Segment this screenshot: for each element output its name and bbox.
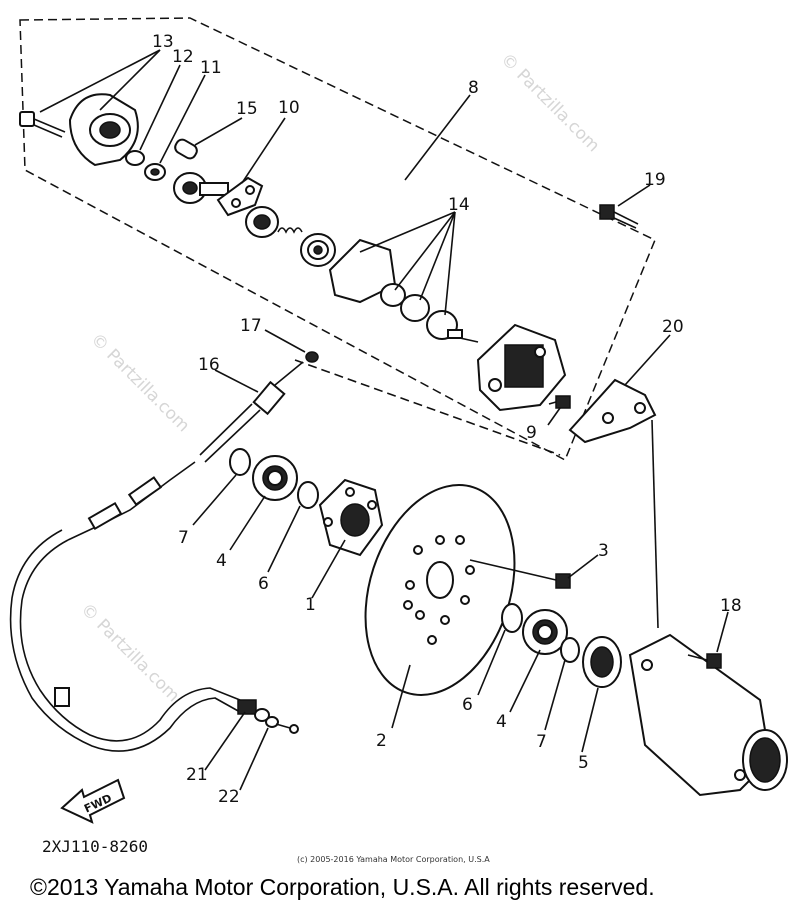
- circlip-6-left: [297, 481, 319, 509]
- seal-5: [582, 636, 622, 688]
- callout-7-left: 7: [178, 528, 189, 548]
- callout-6-left: 6: [258, 574, 269, 594]
- callout-1: 1: [305, 595, 316, 615]
- watermark: © Partzilla.com: [496, 49, 603, 156]
- callout-9: 9: [526, 423, 537, 443]
- callout-5: 5: [578, 753, 589, 773]
- callout-15: 15: [236, 99, 258, 119]
- bolt-13: [19, 111, 66, 138]
- small-copyright: (c) 2005-2016 Yamaha Motor Corporation, …: [297, 855, 490, 864]
- callout-2: 2: [376, 731, 387, 751]
- part-11: [144, 163, 166, 181]
- callout-10: 10: [278, 98, 300, 118]
- spring: [277, 227, 303, 234]
- callout-labels: 1 2 3 4 4 5 6 6 7 7 8 9 10 11 12 13 14 1…: [152, 32, 742, 807]
- assembly-boundary: [19, 17, 656, 462]
- callout-6-right: 6: [462, 695, 473, 715]
- bearing-4-right: [522, 609, 568, 655]
- axle-housing: [628, 633, 788, 797]
- callout-21: 21: [186, 765, 208, 785]
- fwd-arrow: FWD: [60, 778, 126, 824]
- circlip-6-right: [501, 603, 523, 633]
- callout-8: 8: [468, 78, 479, 98]
- bolt-3: [469, 559, 571, 589]
- watermark: © Partzilla.com: [76, 599, 183, 706]
- callout-14: 14: [448, 195, 470, 215]
- bleeder-9: [548, 395, 571, 409]
- connector-line: [294, 359, 561, 456]
- seal-14b: [400, 294, 430, 322]
- connector-line: [651, 419, 659, 629]
- bearing-2: [300, 233, 336, 267]
- caliper-cover: [68, 93, 139, 167]
- piston-assembly: [173, 172, 229, 204]
- callout-18: 18: [720, 596, 742, 616]
- callout-4-left: 4: [216, 551, 227, 571]
- callout-22: 22: [218, 787, 240, 807]
- callout-11: 11: [200, 58, 222, 78]
- bolt-18: [687, 653, 722, 669]
- callout-4-right: 4: [496, 712, 507, 732]
- oring-7-left: [229, 448, 251, 476]
- brake-cable: [9, 461, 241, 752]
- nut-17: [305, 351, 319, 363]
- washer-12: [125, 150, 145, 166]
- callout-17: 17: [240, 316, 262, 336]
- pin-15: [174, 138, 198, 160]
- connector-line: [459, 337, 479, 343]
- callout-16: 16: [198, 355, 220, 375]
- copyright-notice: ©2013 Yamaha Motor Corporation, U.S.A. A…: [30, 874, 655, 900]
- callout-12: 12: [172, 47, 194, 67]
- bearing-4-left: [252, 455, 298, 501]
- callout-19: 19: [644, 170, 666, 190]
- diagram-code: 2XJ110-8260: [42, 837, 148, 856]
- piston-14: [426, 310, 463, 340]
- bearing: [245, 206, 279, 238]
- bracket-20: [568, 378, 657, 444]
- callout-7-right: 7: [536, 732, 547, 752]
- watermark: © Partzilla.com: [86, 329, 193, 436]
- cable-end-16: [199, 361, 304, 463]
- leader-lines: [39, 49, 729, 791]
- callout-20: 20: [662, 317, 684, 337]
- callout-3: 3: [598, 541, 609, 561]
- fitting-22: [265, 716, 299, 734]
- plate-10: [216, 176, 264, 217]
- callout-13: 13: [152, 32, 174, 52]
- caliper-body: [476, 323, 567, 412]
- cable-joint: [54, 687, 70, 707]
- oring-7-right: [560, 637, 580, 663]
- hub-1: [318, 478, 384, 557]
- bolt-19: [599, 204, 639, 229]
- fitting-21: [237, 699, 270, 722]
- seal-14a: [380, 283, 406, 307]
